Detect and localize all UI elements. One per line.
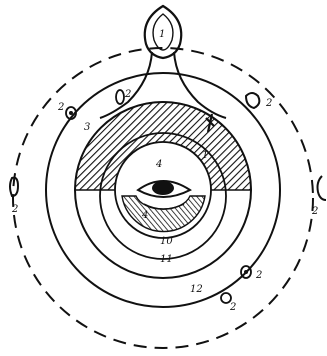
label-ring-ten: 10 (160, 236, 173, 247)
label-inner-center: 4 (141, 210, 148, 221)
label-inner-top: 4 (155, 159, 162, 170)
label-outer-right-lower: 2 (311, 206, 318, 217)
label-upper-mid: 2 (124, 89, 131, 100)
lower-right-marker (241, 266, 251, 278)
label-ring-three: 3 (84, 122, 90, 133)
label-ring-twelve: 12 (190, 284, 203, 295)
upper-mid-marker (116, 90, 124, 104)
label-upper-left-small: 2 (57, 102, 64, 113)
label-outer-right-upper: 2 (265, 98, 272, 109)
central-pupil (152, 181, 174, 195)
label-inner-mark: 1 (202, 150, 208, 161)
label-outer-bottom: 2 (229, 302, 236, 313)
right-edge-marker (318, 176, 327, 200)
label-outer-left-lower: 2 (11, 204, 18, 215)
label-ring-eleven: 11 (160, 254, 173, 265)
upper-right-marker (246, 93, 259, 108)
label-head: 1 (159, 29, 165, 40)
label-outer-bottom-right: 2 (255, 270, 262, 281)
